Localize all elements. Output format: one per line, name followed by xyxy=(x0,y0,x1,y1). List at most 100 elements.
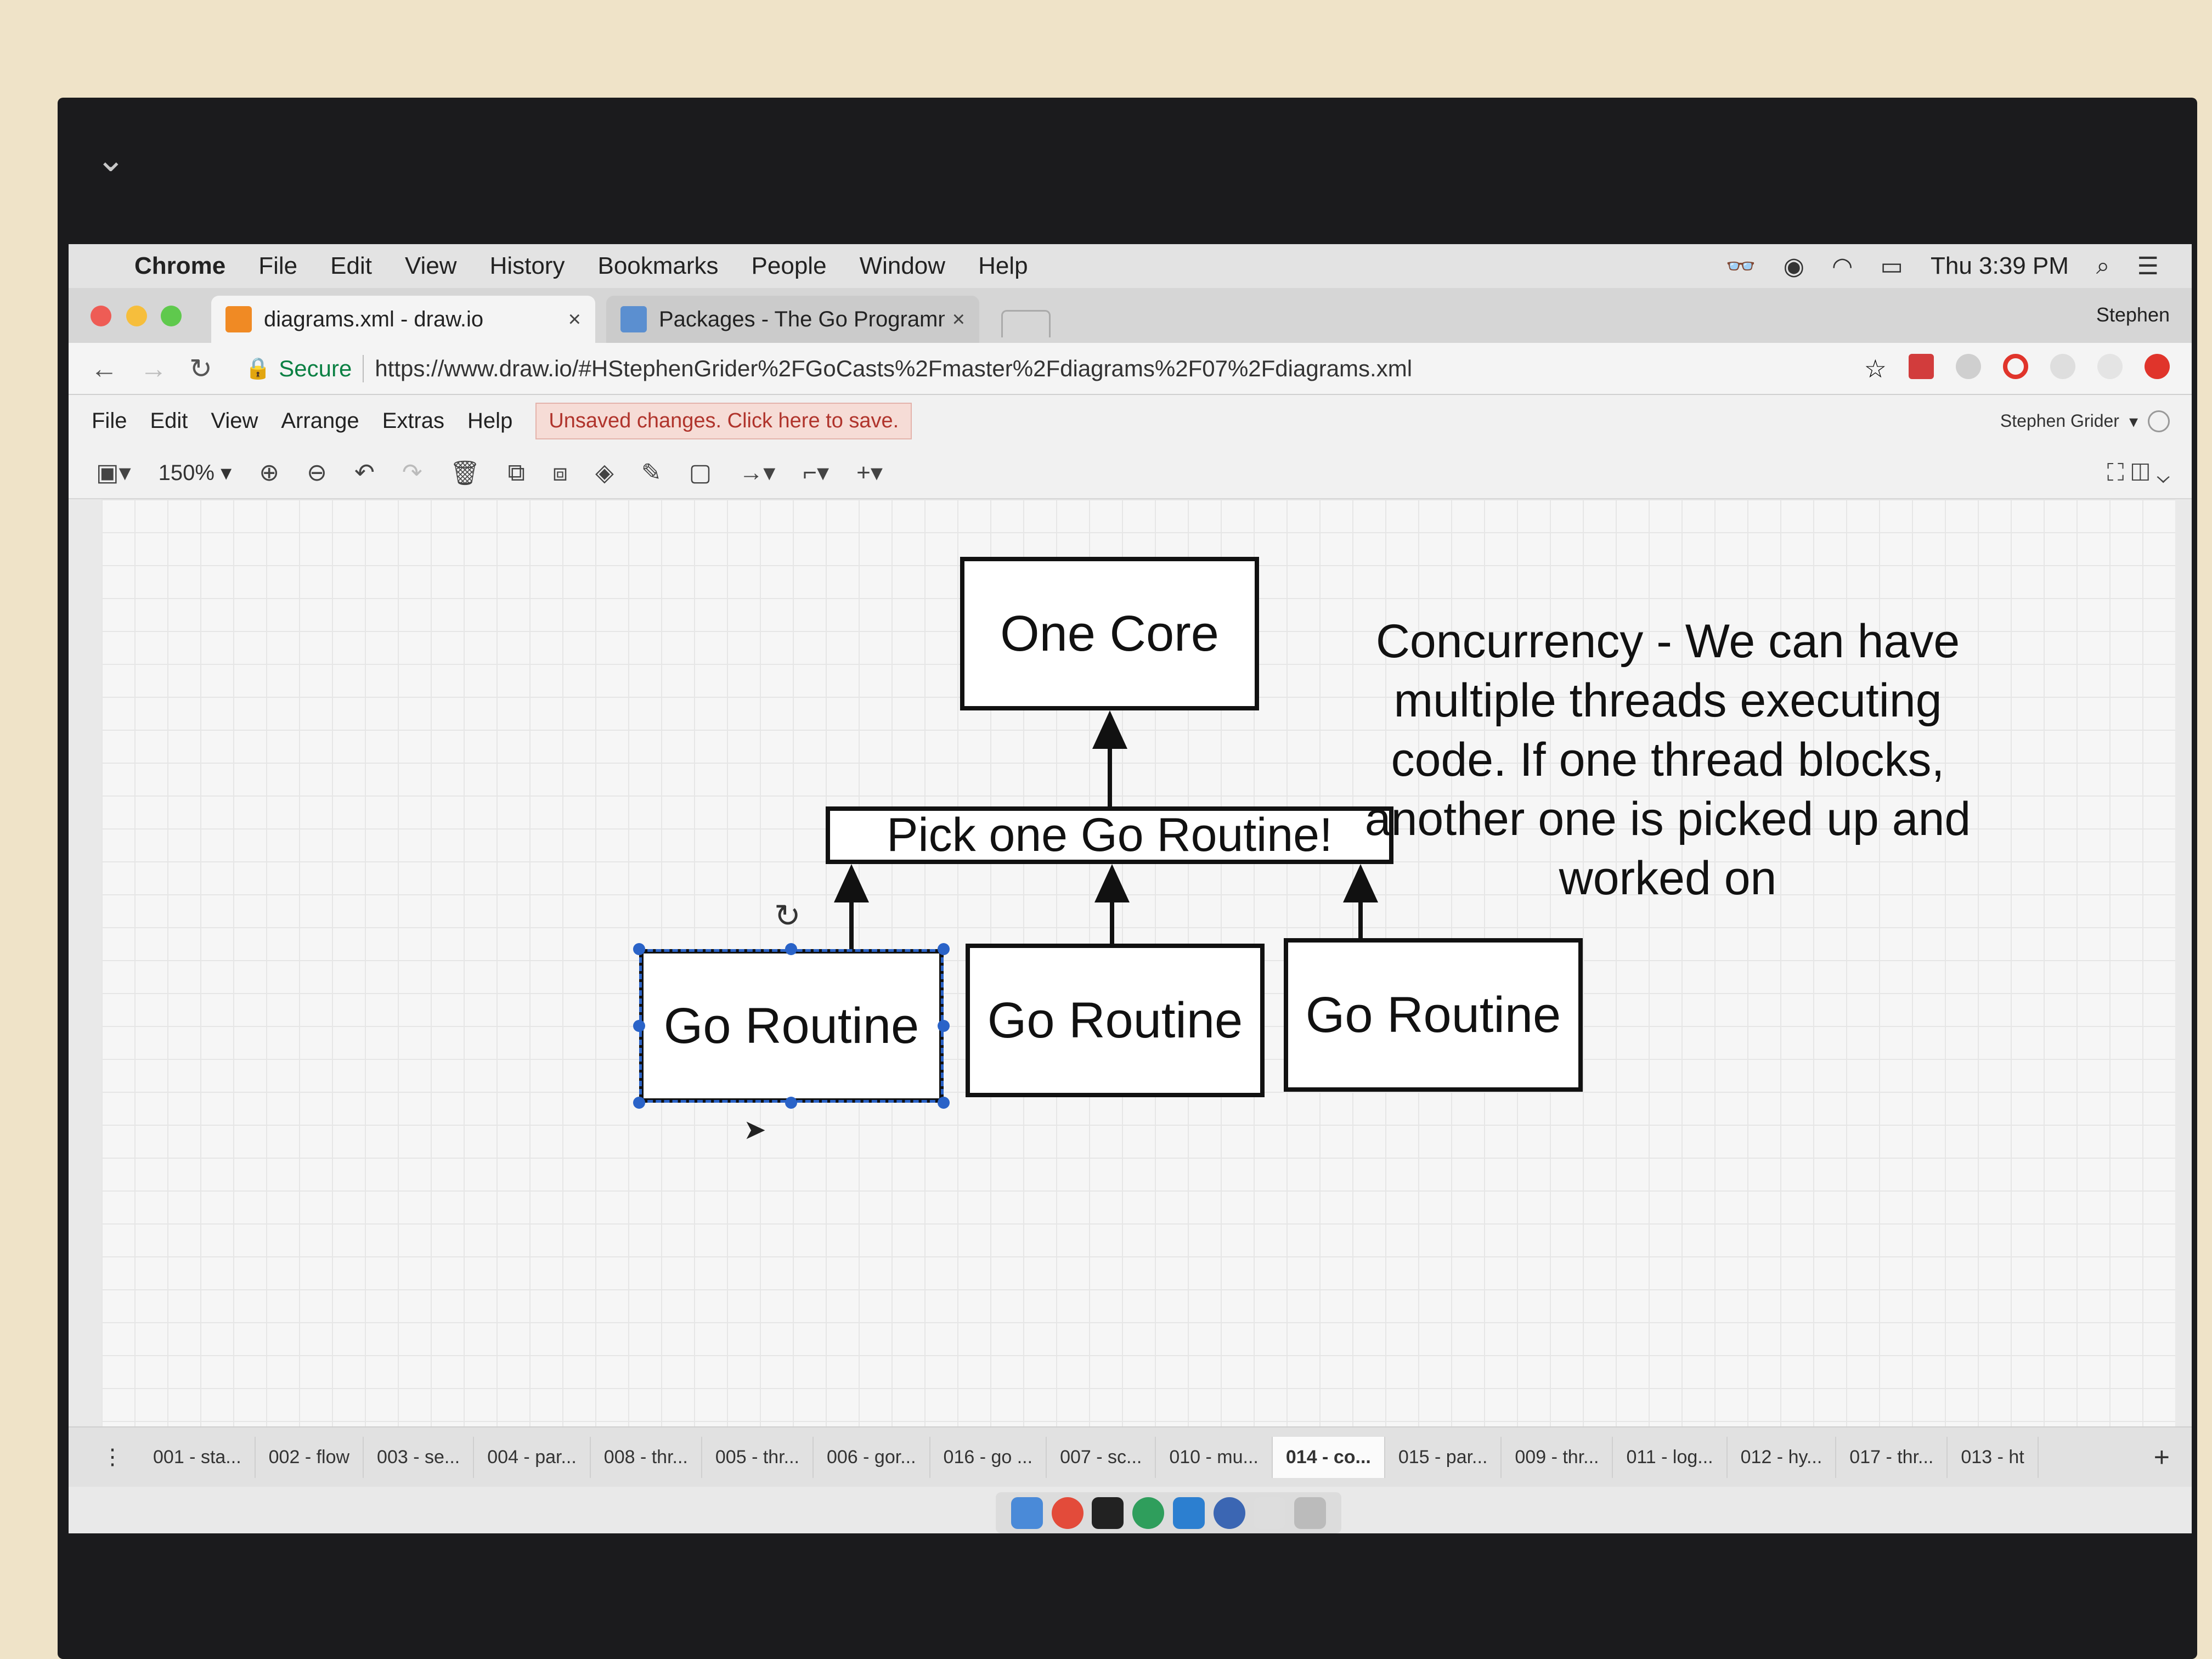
page-tab[interactable]: 015 - par... xyxy=(1385,1436,1502,1478)
quicktime-icon[interactable] xyxy=(1213,1497,1245,1529)
drawio-menu-view[interactable]: View xyxy=(211,409,258,433)
url-input[interactable]: 🔒 Secure https://www.draw.io/#HStephenGr… xyxy=(245,354,1864,382)
diagram-canvas[interactable]: One Core Pick one Go Routine! Go Routine… xyxy=(101,499,2175,1426)
menu-history[interactable]: History xyxy=(489,252,565,279)
page-tab[interactable]: 017 - thr... xyxy=(1836,1436,1948,1478)
drawio-menu-extras[interactable]: Extras xyxy=(382,409,445,433)
back-icon[interactable]: ← xyxy=(91,353,118,384)
finder-icon[interactable] xyxy=(1011,1497,1043,1529)
page-tab[interactable]: 004 - par... xyxy=(474,1436,591,1478)
clock[interactable]: Thu 3:39 PM xyxy=(1931,252,2069,279)
resize-handle[interactable] xyxy=(633,1020,645,1032)
format-panel-icon[interactable]: ▣▾ xyxy=(96,459,131,486)
star-icon[interactable]: ☆ xyxy=(1864,354,1887,383)
menu-view[interactable]: View xyxy=(404,252,457,279)
minimize-window-button[interactable] xyxy=(126,306,147,326)
opera-icon[interactable] xyxy=(2003,353,2028,379)
profile-name[interactable]: Stephen xyxy=(2096,303,2170,326)
box-one-core[interactable]: One Core xyxy=(960,557,1259,710)
page-tab[interactable]: 014 - co... xyxy=(1272,1436,1385,1478)
resize-handle[interactable] xyxy=(633,1097,645,1109)
new-tab-button[interactable] xyxy=(1001,310,1051,337)
fullscreen-icon[interactable]: ⛶ ◫ ⌄ xyxy=(2107,459,2170,486)
page-tab[interactable]: 006 - gor... xyxy=(814,1436,930,1478)
terminal-icon[interactable] xyxy=(1092,1497,1124,1529)
resize-handle[interactable] xyxy=(785,943,797,955)
extension-icon[interactable] xyxy=(1956,353,1981,379)
page-tab[interactable]: 007 - sc... xyxy=(1047,1436,1156,1478)
menu-people[interactable]: People xyxy=(751,252,827,279)
globe-icon[interactable] xyxy=(2148,410,2170,432)
trash-icon[interactable] xyxy=(1294,1497,1327,1529)
page-tab[interactable]: 012 - hy... xyxy=(1728,1436,1837,1478)
menu-file[interactable]: File xyxy=(258,252,298,279)
connection-icon[interactable]: →▾ xyxy=(739,459,776,486)
resize-handle[interactable] xyxy=(633,943,645,955)
page-tab[interactable]: 011 - log... xyxy=(1613,1436,1728,1478)
box-pick-go-routine[interactable]: Pick one Go Routine! xyxy=(826,806,1393,864)
glasses-icon[interactable]: 👓 xyxy=(1725,253,1756,280)
extension-icon[interactable] xyxy=(2145,353,2170,379)
page-tab[interactable]: 009 - thr... xyxy=(1502,1436,1613,1478)
insert-icon[interactable]: +▾ xyxy=(856,459,883,486)
resize-handle[interactable] xyxy=(938,1020,950,1032)
drawio-menu-help[interactable]: Help xyxy=(467,409,513,433)
page-tab[interactable]: 005 - thr... xyxy=(702,1436,814,1478)
menu-chrome[interactable]: Chrome xyxy=(134,252,226,279)
pages-menu-icon[interactable]: ⋮ xyxy=(101,1445,123,1469)
drawio-menu-file[interactable]: File xyxy=(92,409,127,433)
close-window-button[interactable] xyxy=(91,306,111,326)
zoom-in-icon[interactable]: ⊕ xyxy=(259,459,280,486)
rotate-icon[interactable]: ↻ xyxy=(774,898,801,934)
lastpass-icon[interactable] xyxy=(1909,353,1934,379)
tab-go-packages[interactable]: Packages - The Go Programm × xyxy=(606,296,979,343)
resize-handle[interactable] xyxy=(938,943,950,955)
line-color-icon[interactable]: ✎ xyxy=(641,459,662,486)
drawio-menu-edit[interactable]: Edit xyxy=(150,409,188,433)
box-go-routine-2[interactable]: Go Routine xyxy=(966,944,1265,1097)
document-icon[interactable] xyxy=(1254,1497,1286,1529)
to-back-icon[interactable]: ⧈ xyxy=(552,459,568,486)
zoom-select[interactable]: 150% ▾ xyxy=(158,460,232,485)
maximize-window-button[interactable] xyxy=(161,306,182,326)
fill-color-icon[interactable]: ◈ xyxy=(595,459,614,486)
user-area[interactable]: Stephen Grider ▾ xyxy=(2000,410,2170,432)
extension-icon[interactable] xyxy=(2097,353,2123,379)
box-go-routine-3[interactable]: Go Routine xyxy=(1284,938,1583,1092)
page-tab[interactable]: 010 - mu... xyxy=(1156,1436,1273,1478)
vscode-icon[interactable] xyxy=(1172,1497,1205,1529)
page-tab[interactable]: 002 - flow xyxy=(256,1436,364,1478)
delete-icon[interactable]: 🗑 xyxy=(449,459,481,487)
close-tab-icon[interactable]: × xyxy=(952,307,965,331)
record-icon[interactable]: ◉ xyxy=(1783,252,1805,280)
waypoints-icon[interactable]: ⌐▾ xyxy=(803,459,830,486)
resize-handle[interactable] xyxy=(938,1097,950,1109)
page-tab[interactable]: 016 - go ... xyxy=(930,1436,1047,1478)
chrome-icon[interactable] xyxy=(1051,1497,1084,1529)
page-tab[interactable]: 003 - se... xyxy=(364,1436,475,1478)
unsaved-changes-button[interactable]: Unsaved changes. Click here to save. xyxy=(535,403,912,439)
menu-edit[interactable]: Edit xyxy=(330,252,372,279)
concurrency-note[interactable]: Concurrency - We can have multiple threa… xyxy=(1364,615,1971,905)
wifi-icon[interactable]: ◠ xyxy=(1832,252,1853,280)
resize-handle[interactable] xyxy=(785,1097,797,1109)
zoom-out-icon[interactable]: ⊖ xyxy=(307,459,327,486)
list-icon[interactable]: ☰ xyxy=(2137,252,2159,280)
menu-window[interactable]: Window xyxy=(859,252,946,279)
page-tab[interactable]: 013 - ht xyxy=(1948,1436,2039,1478)
page-tab[interactable]: 001 - sta... xyxy=(140,1436,256,1478)
drawio-menu-arrange[interactable]: Arrange xyxy=(281,409,359,433)
reload-icon[interactable]: ↻ xyxy=(189,353,212,384)
redo-icon[interactable]: ↷ xyxy=(402,459,422,486)
tab-drawio[interactable]: diagrams.xml - draw.io × xyxy=(211,296,595,343)
battery-icon[interactable]: ▭ xyxy=(1880,252,1903,280)
menu-bookmarks[interactable]: Bookmarks xyxy=(597,252,719,279)
app-icon[interactable] xyxy=(1132,1497,1165,1529)
menu-help[interactable]: Help xyxy=(978,252,1028,279)
search-icon[interactable]: ⌕ xyxy=(2096,252,2110,279)
close-tab-icon[interactable]: × xyxy=(568,307,581,331)
forward-icon[interactable]: → xyxy=(140,353,167,384)
shadow-icon[interactable]: ▢ xyxy=(689,459,712,486)
extension-icon[interactable] xyxy=(2050,353,2075,379)
undo-icon[interactable]: ↶ xyxy=(354,459,375,486)
